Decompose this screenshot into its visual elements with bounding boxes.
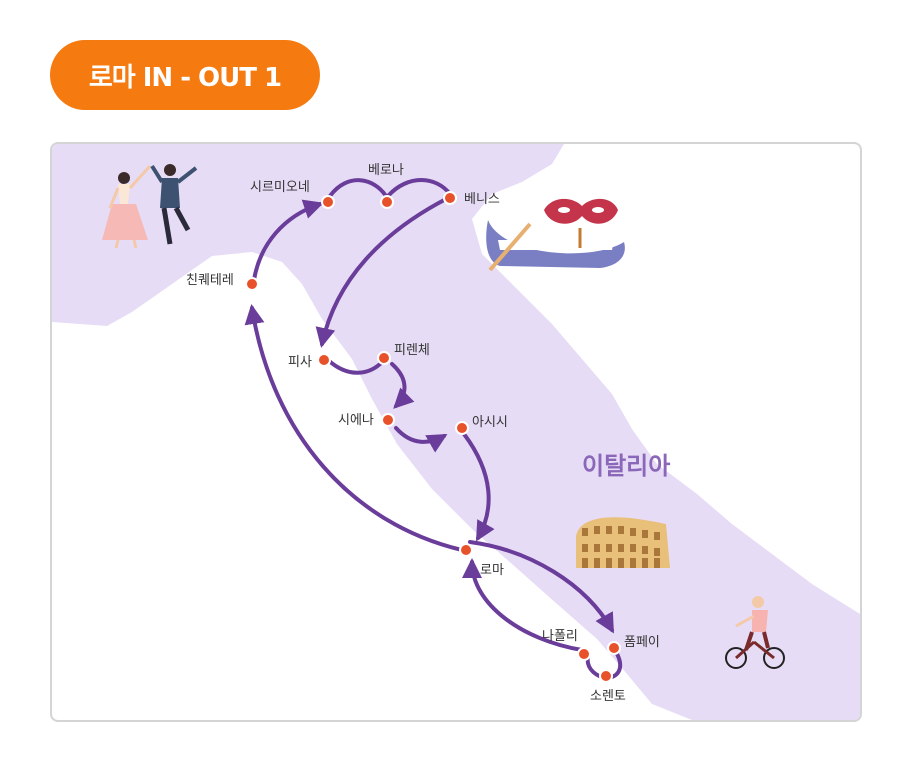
city-dots — [245, 191, 621, 683]
city-labels: 시르미오네 베로나 베니스 친퀘테레 피사 피렌체 시에나 아시시 로마 나폴리… — [186, 163, 660, 704]
city-dot-sirmione — [321, 195, 335, 209]
city-dot-assisi — [455, 421, 469, 435]
route-verona-venice — [386, 178, 452, 198]
city-dot-cinque-terre — [245, 277, 259, 291]
route-cinque-sirmione — [252, 199, 324, 282]
city-dot-verona — [380, 195, 394, 209]
city-dot-rome — [459, 543, 473, 557]
city-label-naples: 나폴리 — [542, 629, 578, 644]
city-dot-sorrento — [599, 669, 613, 683]
route-florence-siena — [390, 362, 415, 409]
route-pisa-florence — [326, 358, 386, 375]
route-venice-pisa — [315, 196, 450, 348]
city-label-verona: 베로나 — [368, 163, 404, 178]
route-siena-assisi — [394, 426, 448, 453]
gondola-mask-icon — [486, 198, 625, 272]
city-label-siena: 시에나 — [338, 413, 374, 428]
city-label-assisi: 아시시 — [472, 415, 508, 430]
city-dot-siena — [381, 413, 395, 427]
city-label-sorrento: 소렌토 — [590, 689, 626, 704]
city-label-pompeii: 폼페이 — [624, 635, 660, 650]
city-dot-venice — [443, 191, 457, 205]
city-dot-naples — [577, 647, 591, 661]
city-dot-florence — [377, 351, 391, 365]
route-rome-cinque — [244, 304, 464, 552]
city-label-venice: 베니스 — [464, 192, 500, 207]
title-badge: 로마 IN - OUT 1 — [50, 40, 320, 110]
route-sirmione-verona — [328, 178, 388, 198]
city-label-florence: 피렌체 — [394, 343, 430, 358]
route-lines — [244, 178, 623, 680]
city-label-pisa: 피사 — [288, 355, 312, 370]
city-dot-pompeii — [607, 641, 621, 655]
country-label: 이탈리아 — [582, 452, 670, 480]
dancing-couple-icon — [102, 164, 198, 249]
italy-landmass — [52, 144, 860, 720]
itinerary-map: 시르미오네 베로나 베니스 친퀘테레 피사 피렌체 시에나 아시시 로마 나폴리… — [52, 144, 860, 720]
city-dot-pisa — [317, 353, 331, 367]
cyclist-icon — [725, 596, 785, 669]
city-label-cinque-terre: 친퀘테레 — [186, 273, 234, 288]
map-panel: 시르미오네 베로나 베니스 친퀘테레 피사 피렌체 시에나 아시시 로마 나폴리… — [50, 142, 862, 722]
colosseum-icon — [576, 517, 670, 568]
page-title: 로마 IN - OUT 1 — [88, 62, 282, 93]
route-assisi-rome — [462, 432, 495, 542]
route-naples-rome — [462, 558, 584, 652]
city-label-rome: 로마 — [480, 563, 504, 578]
route-rome-pompeii — [468, 540, 614, 634]
city-label-sirmione: 시르미오네 — [250, 180, 310, 195]
